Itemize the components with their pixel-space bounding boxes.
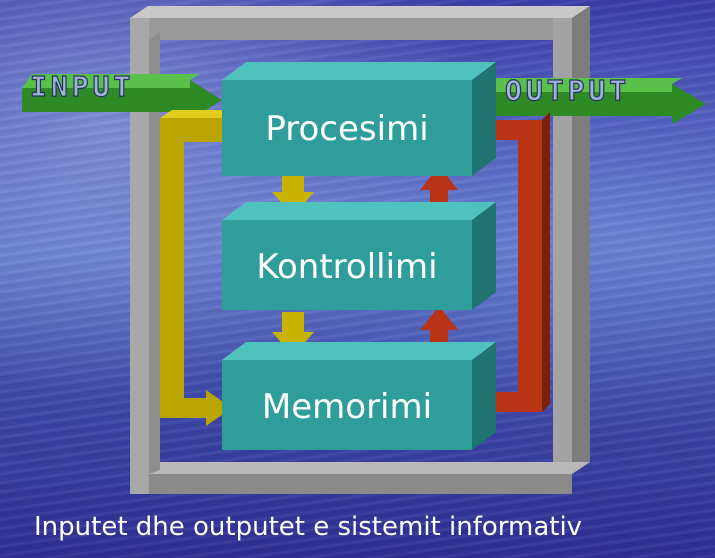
input-label: INPUT bbox=[30, 70, 134, 103]
processing-box bbox=[222, 62, 496, 176]
yellow-arrow-processing-control bbox=[272, 172, 314, 216]
red-arrow-control-processing bbox=[420, 166, 458, 218]
red-loop-arrow bbox=[468, 110, 550, 412]
output-label: OUTPUT bbox=[505, 74, 630, 107]
yellow-loop-arrow bbox=[160, 110, 234, 426]
memory-box bbox=[222, 342, 496, 450]
memory-label: Memorimi bbox=[262, 387, 432, 427]
yellow-arrow-control-memory bbox=[272, 312, 314, 356]
output-arrow bbox=[470, 78, 706, 124]
control-label: Kontrollimi bbox=[256, 247, 437, 287]
control-box bbox=[222, 202, 496, 310]
diagram-caption: Inputet dhe outputet e sistemit informat… bbox=[34, 512, 583, 542]
system-frame bbox=[130, 6, 590, 494]
processing-label: Procesimi bbox=[265, 109, 428, 149]
red-arrow-memory-control bbox=[420, 306, 458, 358]
